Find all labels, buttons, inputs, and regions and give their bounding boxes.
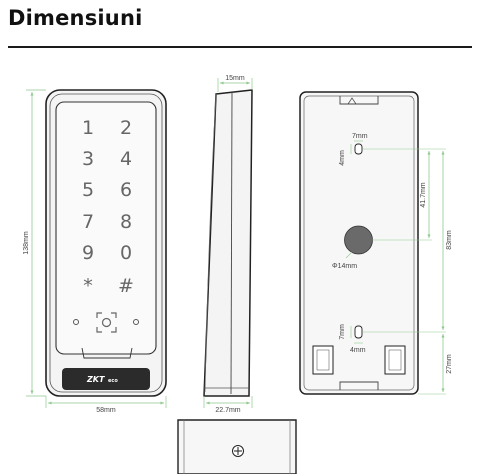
key-5: 5 — [82, 179, 94, 201]
side-bevel — [204, 93, 217, 393]
key-1: 1 — [82, 117, 94, 139]
front-width-dimension — [45, 396, 167, 408]
screw-icon — [232, 445, 244, 457]
brand-logo-suffix: eco — [108, 378, 118, 384]
back-foot-left — [312, 345, 334, 375]
front-width-label: 58mm — [96, 407, 116, 414]
bottom-label: 27mm — [446, 354, 453, 374]
side-bottom-label: 22.7mm — [215, 407, 240, 414]
back-foot-right — [384, 345, 406, 375]
top-slot-height-label: 4mm — [339, 150, 346, 166]
key-8: 8 — [120, 211, 132, 233]
back-extension-lines — [363, 148, 446, 395]
front-panel — [55, 101, 157, 355]
front-view: ZKT eco 1 2 3 4 5 6 7 8 9 0 * # 138mm — [23, 89, 167, 414]
side-body — [203, 89, 253, 397]
page-title: Dimensiuni — [8, 6, 143, 30]
key-star: * — [83, 275, 93, 297]
top-screw-slot — [354, 143, 363, 155]
key-9: 9 — [82, 242, 94, 264]
key-4: 4 — [120, 148, 132, 170]
key-7: 7 — [82, 211, 94, 233]
side-view: 15mm 22.7mm — [203, 75, 253, 414]
status-led-left — [73, 319, 79, 325]
back-bottom-clip — [339, 381, 379, 390]
back-top-clip — [339, 96, 379, 105]
back-top-clip-arrow — [347, 97, 357, 105]
bottom-slot-height-label: 7mm — [339, 324, 346, 340]
total-label: 83mm — [446, 230, 453, 250]
hole-diameter-label: Φ14mm — [332, 263, 357, 270]
side-top-label: 15mm — [225, 75, 245, 82]
side-bottom-dimension — [203, 396, 253, 408]
brand-logo: ZKT — [86, 375, 105, 384]
top-slot-width-label: 7mm — [352, 133, 368, 140]
back-foot-left-inner — [316, 349, 330, 371]
key-6: 6 — [120, 179, 132, 201]
front-housing-inner — [49, 93, 163, 393]
key-0: 0 — [120, 242, 132, 264]
key-3: 3 — [82, 148, 94, 170]
key-hash: # — [118, 275, 134, 297]
back-foot-right-inner — [388, 349, 402, 371]
bottom-screw-slot — [354, 325, 363, 339]
front-notch — [81, 347, 133, 359]
front-height-label: 138mm — [23, 231, 30, 255]
side-edge — [230, 91, 233, 395]
back-plate-inner — [303, 95, 415, 391]
cable-hole — [344, 225, 373, 255]
status-led-right — [133, 319, 139, 325]
key-2: 2 — [120, 117, 132, 139]
hole-leader — [345, 251, 353, 259]
card-reader-icon — [96, 312, 117, 333]
front-logo-plate — [62, 368, 150, 390]
side-top-dimension — [217, 78, 253, 92]
title-rule — [8, 46, 472, 48]
front-height-dimension — [26, 89, 46, 397]
span-label: 41.7mm — [420, 182, 427, 207]
back-view: 7mm 4mm Φ14mm 7mm 4mm 41.7mm 83mm 27mm — [299, 91, 453, 395]
bottom-slot-width-label: 4mm — [350, 347, 366, 354]
bottom-view — [177, 419, 297, 474]
